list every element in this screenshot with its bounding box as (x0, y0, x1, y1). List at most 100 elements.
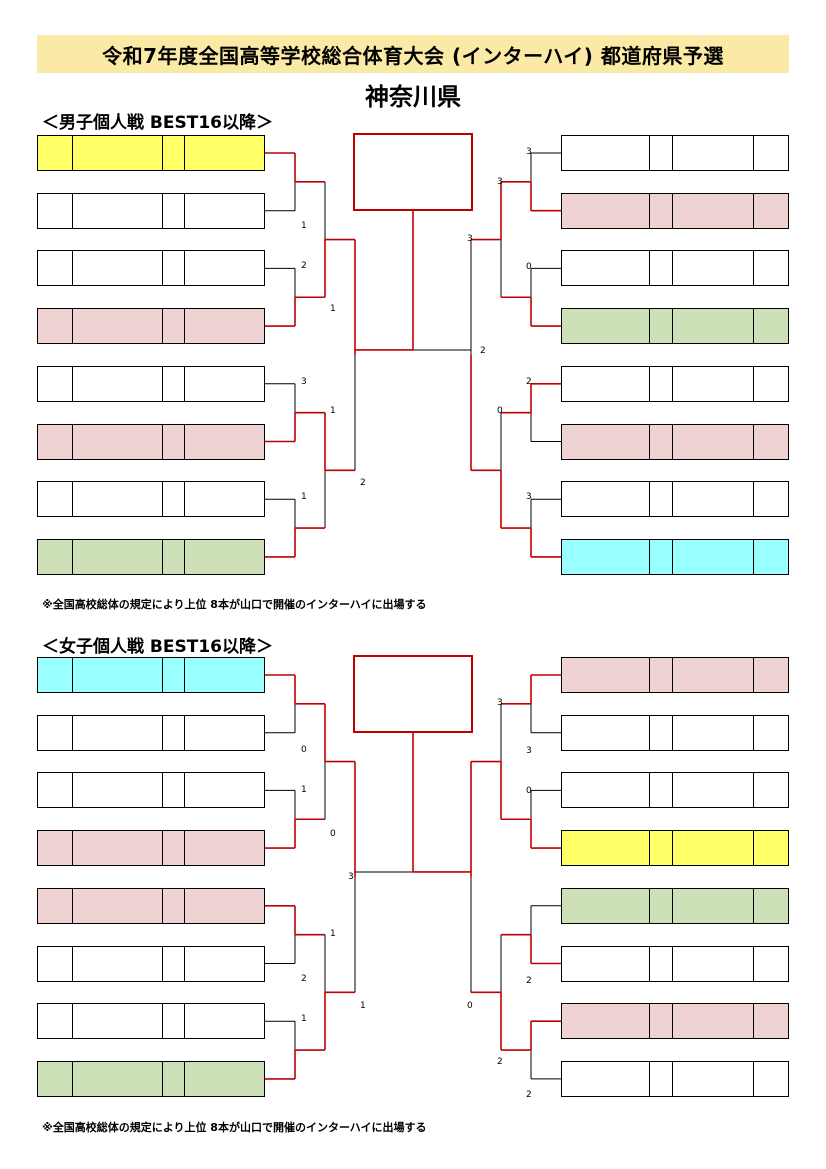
seed-number (38, 367, 72, 401)
seed-number (38, 309, 72, 343)
seed-number (754, 716, 788, 750)
prefecture-title: 神奈川県 (365, 83, 461, 111)
note-girls: ※全国高校総体の規定により上位 8本が山口で開催のインターハイに出場する (42, 1121, 427, 1134)
bracket-entry (561, 1003, 789, 1039)
bracket-entry (37, 1061, 265, 1097)
school-cell (185, 1004, 264, 1038)
seed-number (38, 773, 72, 807)
bracket-entry (37, 772, 265, 808)
match-score: 1 (301, 221, 307, 231)
bracket-entry (37, 888, 265, 924)
seed-number (754, 136, 788, 170)
school-type (650, 831, 673, 865)
seed-number (38, 540, 72, 574)
section-heading-boys: ＜男子個人戦 BEST16以降＞ (42, 113, 273, 133)
champion-box (353, 655, 473, 733)
school-cell (673, 716, 754, 750)
match-score: 3 (348, 872, 354, 882)
school-type (162, 658, 185, 692)
champion-box (353, 133, 473, 211)
school-type (162, 831, 185, 865)
match-score: 0 (330, 829, 336, 839)
school-type (650, 773, 673, 807)
bracket-entry (37, 250, 265, 286)
bracket-entry (37, 481, 265, 517)
player-names (562, 658, 650, 692)
seed-number (754, 482, 788, 516)
seed-number (38, 1062, 72, 1096)
seed-number (754, 367, 788, 401)
school-cell (673, 482, 754, 516)
school-type (162, 947, 185, 981)
match-score: 0 (526, 262, 532, 272)
player-names (72, 367, 162, 401)
seed-number (754, 658, 788, 692)
seed-number (38, 482, 72, 516)
school-cell (673, 947, 754, 981)
seed-number (754, 309, 788, 343)
school-type (162, 425, 185, 459)
section-heading-girls: ＜女子個人戦 BEST16以降＞ (42, 637, 273, 657)
seed-number (38, 658, 72, 692)
bracket-entry (561, 366, 789, 402)
school-cell (185, 540, 264, 574)
bracket-entry (561, 193, 789, 229)
player-names (562, 889, 650, 923)
title-banner: 令和7年度全国高等学校総合体育大会 (インターハイ) 都道府県予選 (37, 35, 789, 73)
school-type (650, 194, 673, 228)
bracket-entry (561, 308, 789, 344)
seed-number (38, 831, 72, 865)
school-cell (673, 658, 754, 692)
school-cell (185, 773, 264, 807)
player-names (562, 251, 650, 285)
bracket-entry (561, 888, 789, 924)
bracket-entry (561, 715, 789, 751)
bracket-entry (37, 946, 265, 982)
player-names (562, 1004, 650, 1038)
note-boys: ※全国高校総体の規定により上位 8本が山口で開催のインターハイに出場する (42, 598, 427, 611)
school-type (162, 309, 185, 343)
school-type (650, 540, 673, 574)
school-type (162, 540, 185, 574)
match-score: 1 (360, 1001, 366, 1011)
match-score: 1 (330, 304, 336, 314)
school-cell (185, 716, 264, 750)
seed-number (754, 1062, 788, 1096)
page-title: 令和7年度全国高等学校総合体育大会 (インターハイ) 都道府県予選 (102, 43, 724, 68)
school-type (650, 482, 673, 516)
seed-number (38, 136, 72, 170)
bracket-entry (561, 539, 789, 575)
school-cell (673, 831, 754, 865)
seed-number (38, 889, 72, 923)
school-cell (673, 540, 754, 574)
player-names (72, 947, 162, 981)
school-type (650, 309, 673, 343)
match-score: 3 (467, 234, 473, 244)
player-names (72, 1004, 162, 1038)
bracket-entry (561, 946, 789, 982)
match-score: 2 (526, 1090, 532, 1100)
match-score: 1 (301, 785, 307, 795)
match-score: 3 (301, 377, 307, 387)
bracket-entry (561, 250, 789, 286)
bracket-entry (561, 657, 789, 693)
school-cell (185, 136, 264, 170)
school-type (650, 1004, 673, 1038)
school-type (650, 251, 673, 285)
player-names (562, 482, 650, 516)
match-score: 2 (480, 346, 486, 356)
school-type (650, 1062, 673, 1096)
school-cell (673, 773, 754, 807)
seed-number (754, 773, 788, 807)
match-score: 3 (497, 698, 503, 708)
seed-number (754, 425, 788, 459)
school-type (162, 1062, 185, 1096)
match-score: 1 (330, 929, 336, 939)
school-type (162, 136, 185, 170)
match-score: 2 (301, 261, 307, 271)
match-score: 2 (526, 976, 532, 986)
player-names (72, 658, 162, 692)
school-type (650, 367, 673, 401)
bracket-entry (37, 135, 265, 171)
